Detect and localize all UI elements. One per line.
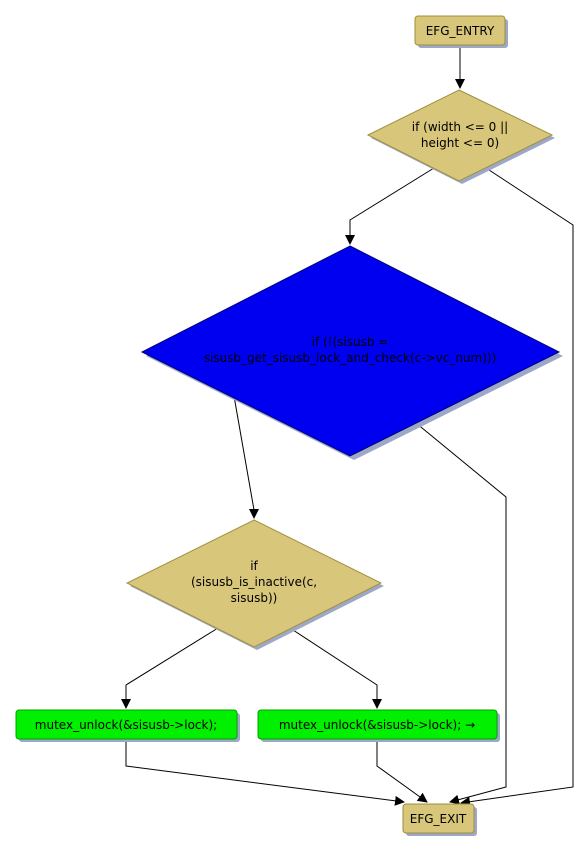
node-mutex-unlock-2: mutex_unlock(&sisusb->lock); → — [257, 709, 500, 742]
node-cond-sisusb-lock: if (!(sisusb = sisusb_get_sisusb_lock_an… — [140, 245, 563, 460]
act2-label: mutex_unlock(&sisusb->lock); → — [279, 718, 475, 732]
node-cond-width-height: if (width <= 0 || height <= 0) — [366, 89, 555, 184]
edge-cond1-to-cond2 — [345, 167, 435, 245]
edges — [121, 45, 574, 807]
cond2-line-2: sisusb_get_sisusb_lock_and_check(c->vc_n… — [204, 351, 497, 365]
cond3-line-1: if — [250, 559, 258, 573]
decision-diamond — [366, 89, 554, 182]
action-box — [15, 709, 238, 740]
edge-act1-to-exit — [125, 742, 405, 806]
entry-box — [414, 15, 506, 46]
edge-cond2-to-exit — [415, 422, 507, 805]
exit-label: EFG_EXIT — [410, 812, 467, 826]
act1-label: mutex_unlock(&sisusb->lock); — [35, 718, 217, 732]
node-cond-sisusb-inactive: if (sisusb_is_inactive(c, sisusb)) — [125, 519, 384, 650]
node-mutex-unlock-1: mutex_unlock(&sisusb->lock); — [15, 709, 240, 742]
edge-act2-to-exit — [376, 742, 428, 803]
decision-diamond — [125, 519, 383, 648]
highlighted-decision-diamond — [140, 245, 561, 457]
node-efg-exit: EFG_EXIT — [402, 803, 477, 836]
cond2-line-1: if (!(sisusb = — [312, 335, 389, 349]
edge-cond3-to-act2 — [289, 627, 382, 709]
cond3-line-2: (sisusb_is_inactive(c, — [191, 575, 317, 589]
edge-cond2-to-cond3 — [233, 395, 259, 519]
node-efg-entry: EFG_ENTRY — [414, 15, 508, 48]
cond3-line-3: sisusb)) — [231, 591, 278, 605]
edge-cond1-to-exit — [460, 167, 574, 807]
exit-box — [402, 803, 475, 834]
cond1-line-2: height <= 0) — [421, 136, 499, 150]
edge-cond3-to-act1 — [121, 627, 219, 709]
cond1-line-1: if (width <= 0 || — [412, 120, 508, 134]
entry-label: EFG_ENTRY — [426, 24, 495, 38]
action-box — [257, 709, 498, 740]
